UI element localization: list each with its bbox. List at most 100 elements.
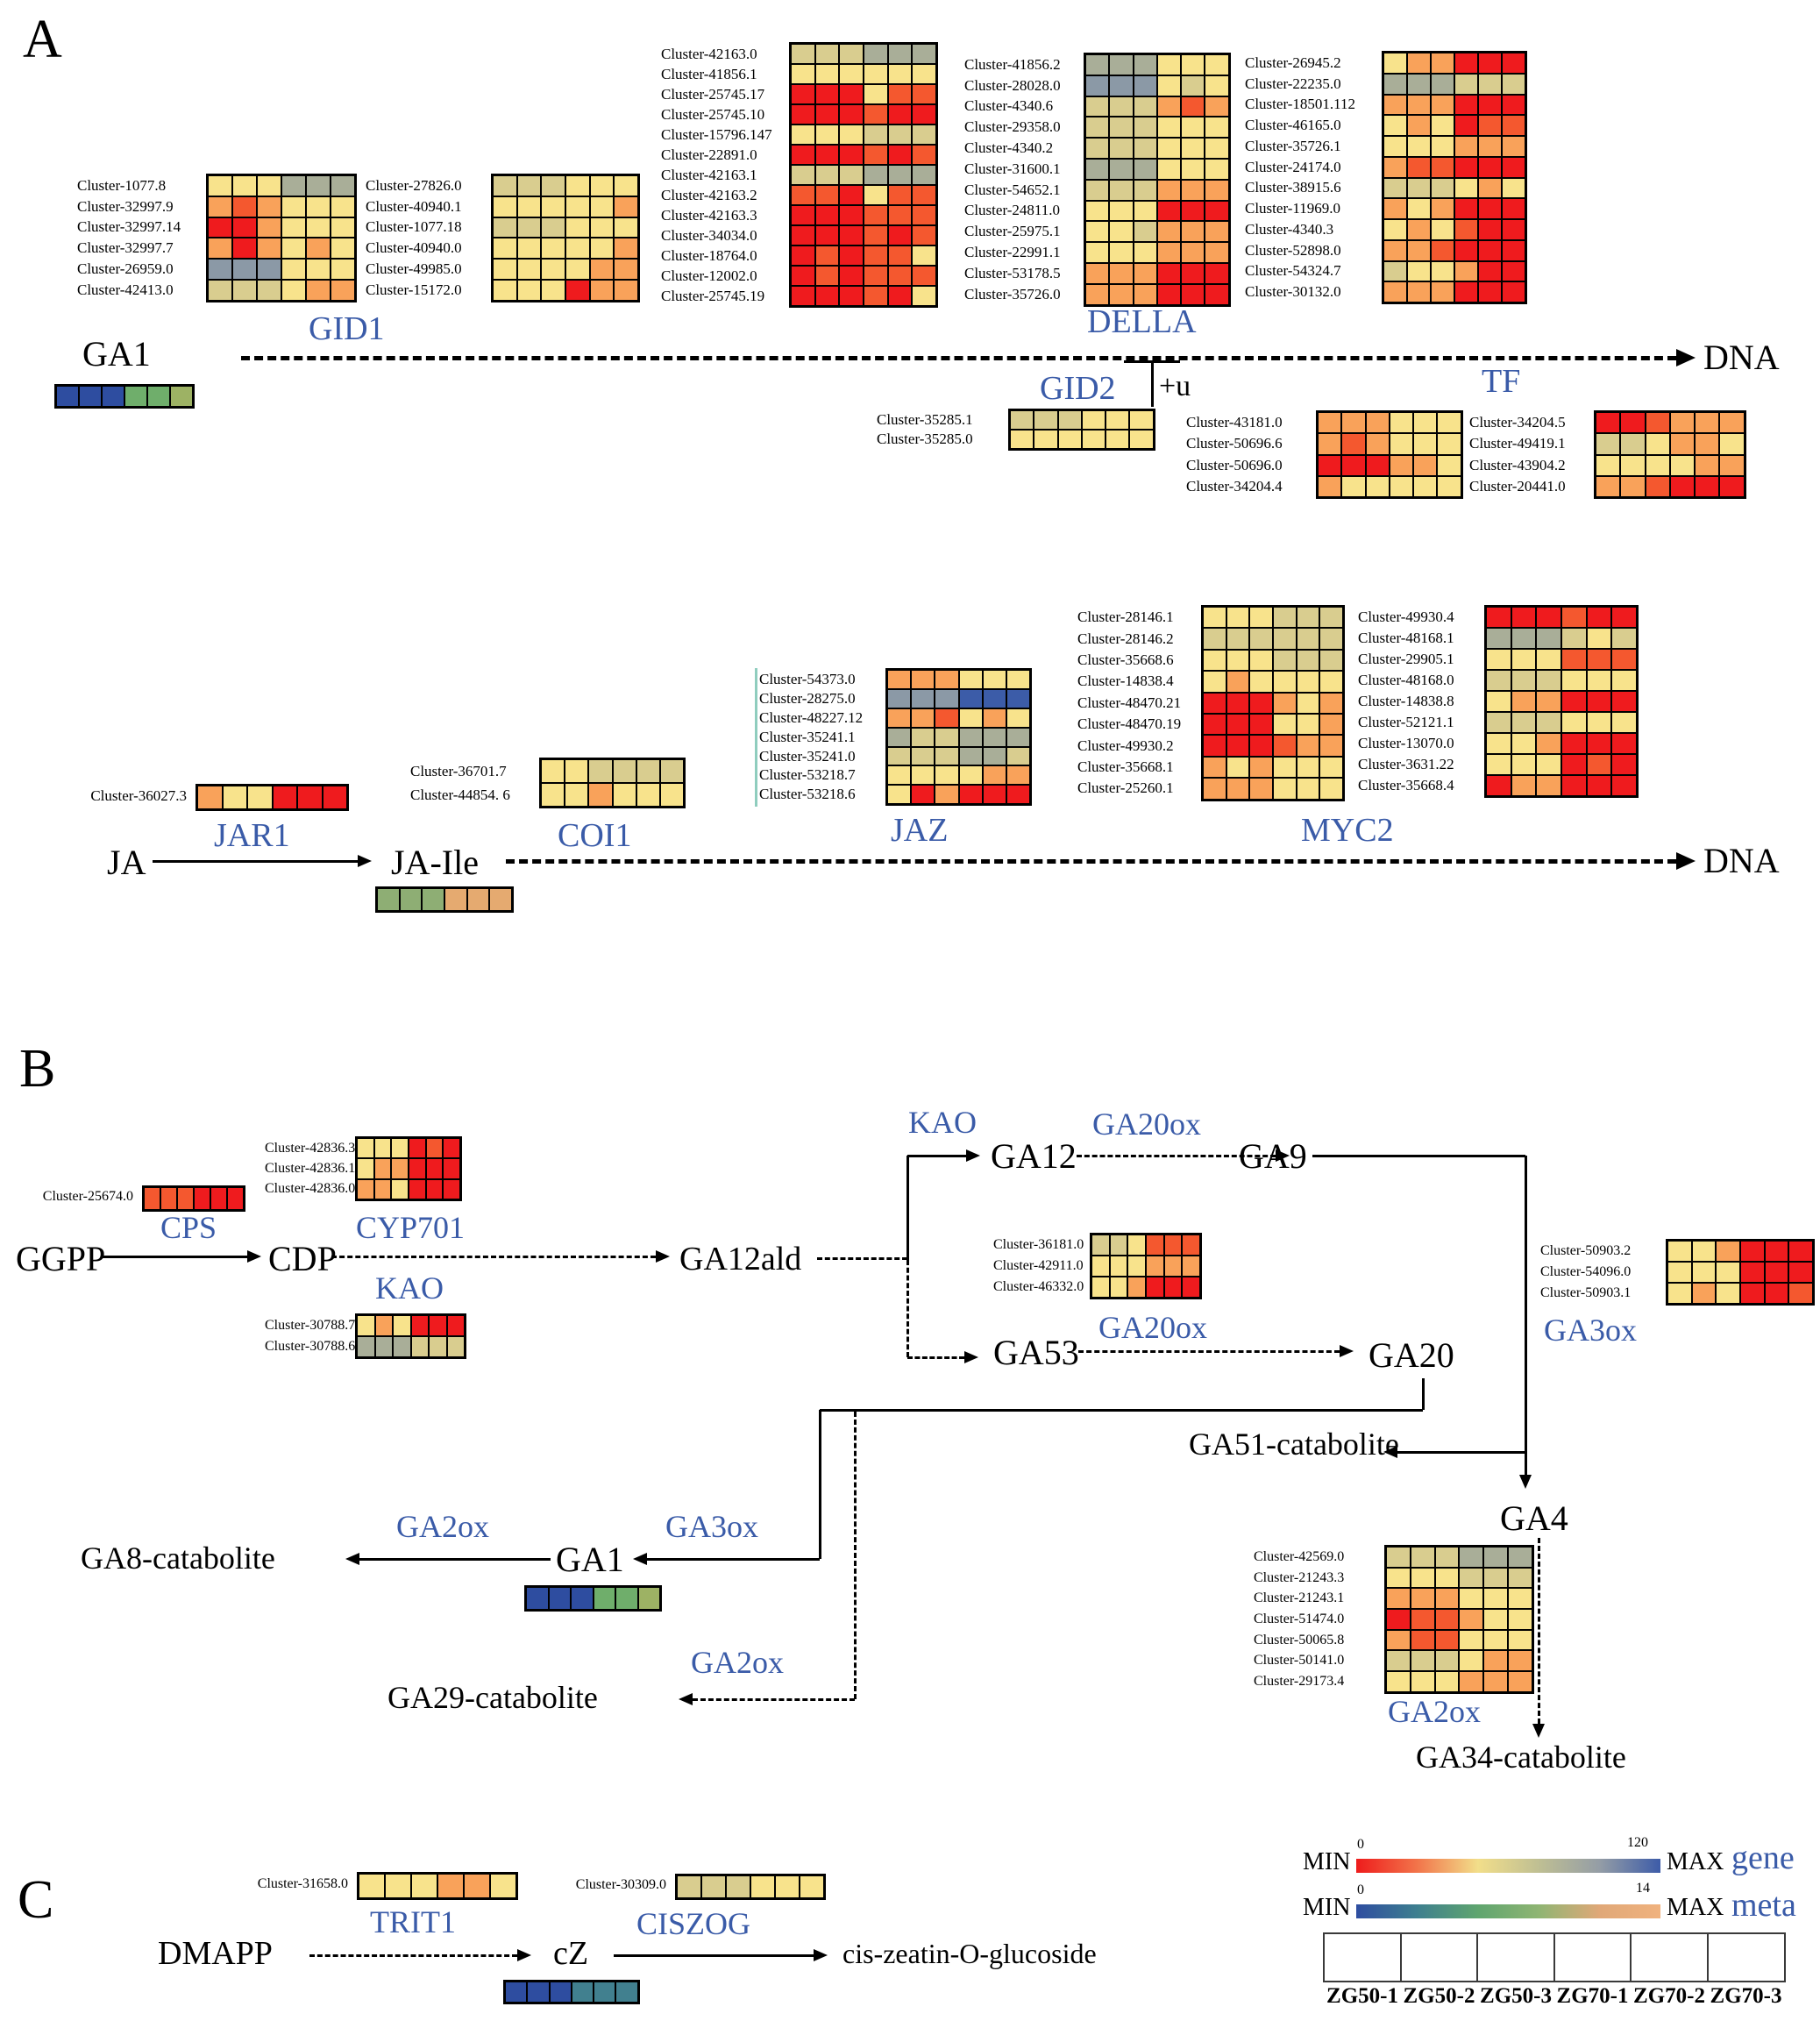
- heatmap-cell: [1133, 262, 1157, 284]
- ga1-to-ga8-arrow-arrowhead: [345, 1553, 359, 1565]
- heatmap-cell: [887, 708, 912, 728]
- heatmap-cell: [1156, 158, 1182, 180]
- heatmap-cell: [1341, 475, 1366, 497]
- heatmap-cell: [1431, 260, 1454, 282]
- heatmap-cell: [409, 1158, 426, 1179]
- heatmap-cell: [814, 145, 840, 165]
- cluster-label: Cluster-50903.1: [1540, 1285, 1632, 1300]
- ja-to-jaile-arrow: [153, 859, 358, 863]
- cluster-label: Cluster-28275.0: [759, 689, 856, 707]
- strip-cell: [385, 1874, 411, 1898]
- cluster-label: Cluster-18764.0: [661, 246, 757, 264]
- strip-cell: [526, 1587, 549, 1610]
- heatmap-cell: [1181, 138, 1205, 159]
- heatmap-cell: [1788, 1262, 1814, 1283]
- sample-label: ZG50-2: [1403, 1984, 1475, 2008]
- ga20-node: GA20: [1369, 1335, 1454, 1375]
- heatmap-cell: [911, 670, 935, 689]
- heatmap-cell: [814, 266, 840, 286]
- heatmap-cell: [1695, 412, 1720, 434]
- heatmap-cell: [1205, 138, 1229, 159]
- heatmap-cell: [1454, 136, 1478, 157]
- gid2-block: [1008, 409, 1155, 451]
- strip-cell: [222, 786, 247, 809]
- heatmap-cell: [911, 765, 935, 786]
- cluster-label: Cluster-4340.3: [1245, 220, 1334, 238]
- heatmap-cell: [982, 670, 1006, 689]
- heatmap-cell: [1586, 649, 1612, 670]
- heatmap-cell: [1383, 115, 1407, 136]
- heatmap-cell: [814, 44, 840, 64]
- heatmap-cell: [1341, 433, 1366, 455]
- heatmap-cell: [1669, 475, 1696, 497]
- dmapp-to-cz-dashed: [309, 1953, 517, 1957]
- heatmap-cell: [1127, 1277, 1147, 1298]
- heatmap-cell: [541, 196, 566, 217]
- heatmap-cell: [887, 64, 913, 84]
- heatmap-cell: [541, 238, 566, 260]
- cluster-label: Cluster-51474.0: [1254, 1611, 1345, 1626]
- heatmap-cell: [1431, 94, 1454, 116]
- heatmap-cell: [1085, 75, 1110, 96]
- strip-cell: [571, 1982, 594, 2003]
- cluster-label: Cluster-35668.1: [1077, 758, 1174, 775]
- heatmap-cell: [1437, 433, 1461, 455]
- ga20ox-block: [1090, 1233, 1203, 1299]
- heatmap-cell: [1156, 242, 1182, 263]
- heatmap-cell: [1788, 1283, 1814, 1304]
- heatmap-cell: [1318, 412, 1342, 434]
- ja-ile-strip: [375, 886, 515, 913]
- heatmap-cell: [1410, 1671, 1435, 1692]
- strip-cell: [527, 1982, 550, 2003]
- heatmap-cell: [1365, 433, 1390, 455]
- heatmap-cell: [1478, 198, 1502, 219]
- heatmap-cell: [1205, 283, 1229, 305]
- heatmap-cell: [208, 196, 232, 217]
- legend-gene-name: gene: [1731, 1839, 1795, 1876]
- ga20ox-label-top: GA20ox: [1092, 1107, 1201, 1142]
- heatmap-cell: [1437, 475, 1461, 497]
- cluster-label: Cluster-42569.0: [1254, 1548, 1345, 1564]
- heatmap-cell: [1478, 73, 1502, 95]
- heatmap-cell: [1319, 628, 1344, 650]
- strip-cell: [594, 1982, 616, 2003]
- heatmap-cell: [516, 175, 542, 196]
- heatmap-cell: [1511, 649, 1537, 670]
- heatmap-cell: [1434, 1629, 1460, 1651]
- heatmap-cell: [429, 1336, 447, 1357]
- heatmap-cell: [1511, 712, 1537, 733]
- heatmap-cell: [541, 279, 566, 301]
- heatmap-cell: [911, 727, 935, 747]
- gid2-tbar-cap: [1124, 359, 1180, 363]
- heatmap-cell: [493, 279, 517, 301]
- heatmap-cell: [1413, 475, 1438, 497]
- heatmap-cell: [911, 688, 935, 708]
- heatmap-cell: [791, 104, 815, 125]
- heatmap-cell: [912, 84, 937, 104]
- heatmap-cell: [1645, 475, 1670, 497]
- heatmap-cell: [1383, 73, 1407, 95]
- heatmap-cell: [1410, 1609, 1435, 1630]
- heatmap-cell: [911, 746, 935, 766]
- heatmap-cell: [1085, 242, 1110, 263]
- heatmap-cell: [1205, 96, 1229, 117]
- heatmap-cell: [1318, 475, 1342, 497]
- heatmap-cell: [1407, 53, 1431, 74]
- heatmap-cell: [541, 175, 566, 196]
- heatmap-cell: [1695, 475, 1720, 497]
- heatmap-cell: [1719, 454, 1745, 476]
- heatmap-cell: [281, 196, 306, 217]
- heatmap-cell: [1226, 692, 1250, 714]
- cdp-node: CDP: [268, 1239, 337, 1278]
- jar1-label: JAR1: [214, 817, 290, 854]
- cluster-label: Cluster-32997.7: [77, 239, 174, 257]
- heatmap-cell: [1109, 54, 1134, 75]
- heatmap-cell: [443, 1138, 461, 1159]
- cluster-label: Cluster-46332.0: [993, 1279, 1084, 1294]
- heatmap-cell: [1434, 1547, 1460, 1568]
- ga9-down-to-ga4: [1524, 1156, 1527, 1475]
- ga9-down-to-ga4-arrowhead: [1519, 1475, 1532, 1489]
- cluster-label: Cluster-43181.0: [1186, 414, 1283, 431]
- heatmap-cell: [281, 279, 306, 301]
- heatmap-cell: [257, 279, 281, 301]
